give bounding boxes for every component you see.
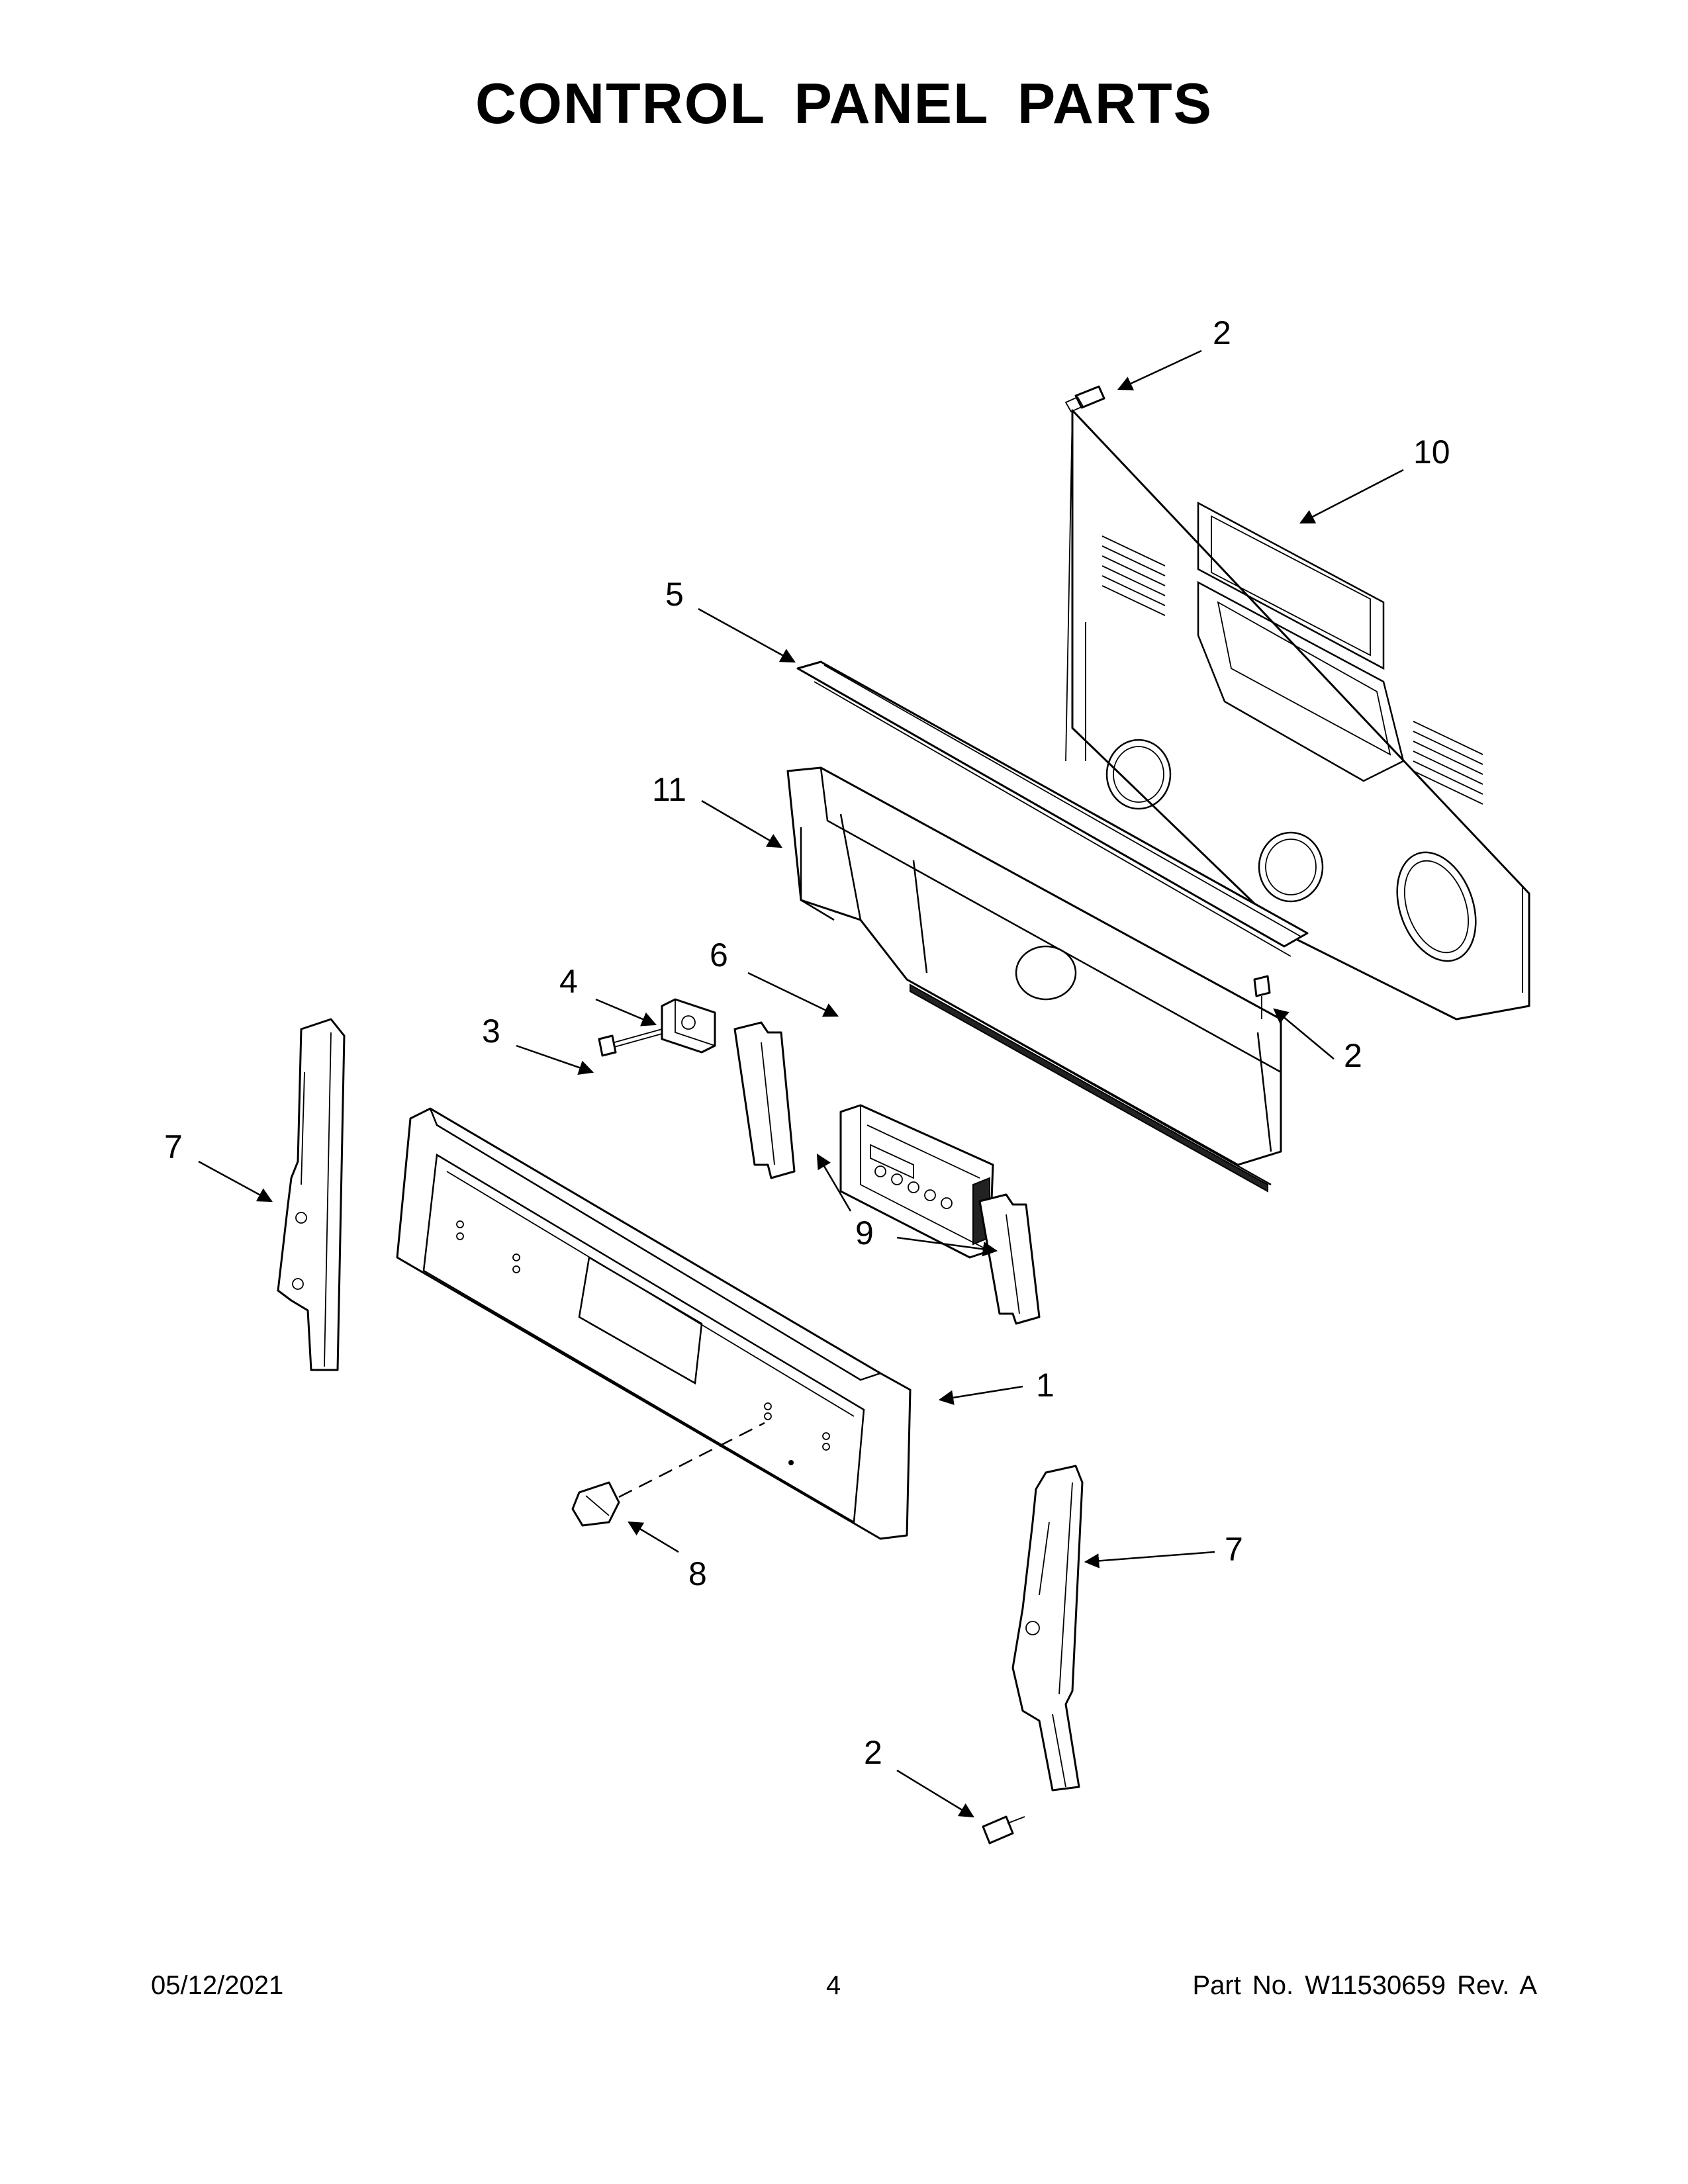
leader-2-right: [1273, 1008, 1335, 1060]
rear-panel-part-10: [1065, 409, 1530, 1021]
screw-part-2-right: [1253, 975, 1271, 1019]
leader-9-b: [896, 1236, 998, 1257]
bracket-part-11: [786, 766, 1282, 1193]
callout-11: 11: [652, 771, 686, 808]
trim-strip-part-5: [796, 660, 1309, 957]
leader-2-top: [1117, 349, 1202, 390]
page-title: CONTROL PANEL PARTS: [475, 72, 1213, 136]
leader-8: [628, 1521, 679, 1553]
callout-10: 10: [1413, 433, 1450, 471]
callout-8: 8: [688, 1555, 707, 1592]
callout-1: 1: [1036, 1367, 1055, 1404]
leader-5: [698, 608, 796, 663]
callout-9: 9: [855, 1214, 874, 1251]
callout-7-right: 7: [1225, 1531, 1243, 1568]
leader-10: [1299, 469, 1404, 524]
leader-1: [938, 1385, 1023, 1405]
leader-7-right: [1084, 1551, 1215, 1569]
side-trim-part-7-right: [1011, 1465, 1084, 1792]
callout-7-left: 7: [164, 1128, 183, 1165]
leader-4: [595, 998, 657, 1026]
screw-part-2-top: [1064, 385, 1105, 413]
leader-7-left: [198, 1160, 273, 1203]
console-part-1: [396, 1107, 912, 1540]
callout-labels: 2 10 5 11 6 4 3 2 7 9 1 8 7 2: [164, 314, 1450, 1771]
leader-3: [516, 1044, 594, 1075]
callout-3: 3: [482, 1013, 500, 1050]
leader-11: [701, 799, 782, 848]
knob-part-8: [571, 1422, 765, 1527]
callout-6: 6: [710, 936, 728, 974]
callout-4: 4: [559, 963, 578, 1000]
leader-9-a: [816, 1154, 852, 1212]
side-trim-part-7-left: [277, 1018, 346, 1371]
leader-arrows: [198, 349, 1404, 1818]
callout-2-top: 2: [1213, 314, 1231, 351]
callout-5: 5: [665, 576, 684, 613]
screw-part-2-bottom: [982, 1815, 1025, 1844]
footer-part-number: Part No. W11530659 Rev. A: [1192, 1971, 1537, 2000]
screw-part-3: [598, 1028, 663, 1057]
callout-2-bottom: 2: [864, 1734, 882, 1771]
switch-part-4: [661, 998, 716, 1054]
bracket-part-9-right: [978, 1193, 1041, 1325]
footer-page-number: 4: [826, 1971, 841, 2000]
leader-2-bottom: [896, 1769, 974, 1818]
bracket-part-9-left: [733, 1021, 796, 1179]
leader-6: [747, 972, 839, 1017]
footer-date: 05/12/2021: [151, 1971, 284, 2000]
callout-2-right: 2: [1344, 1037, 1362, 1074]
